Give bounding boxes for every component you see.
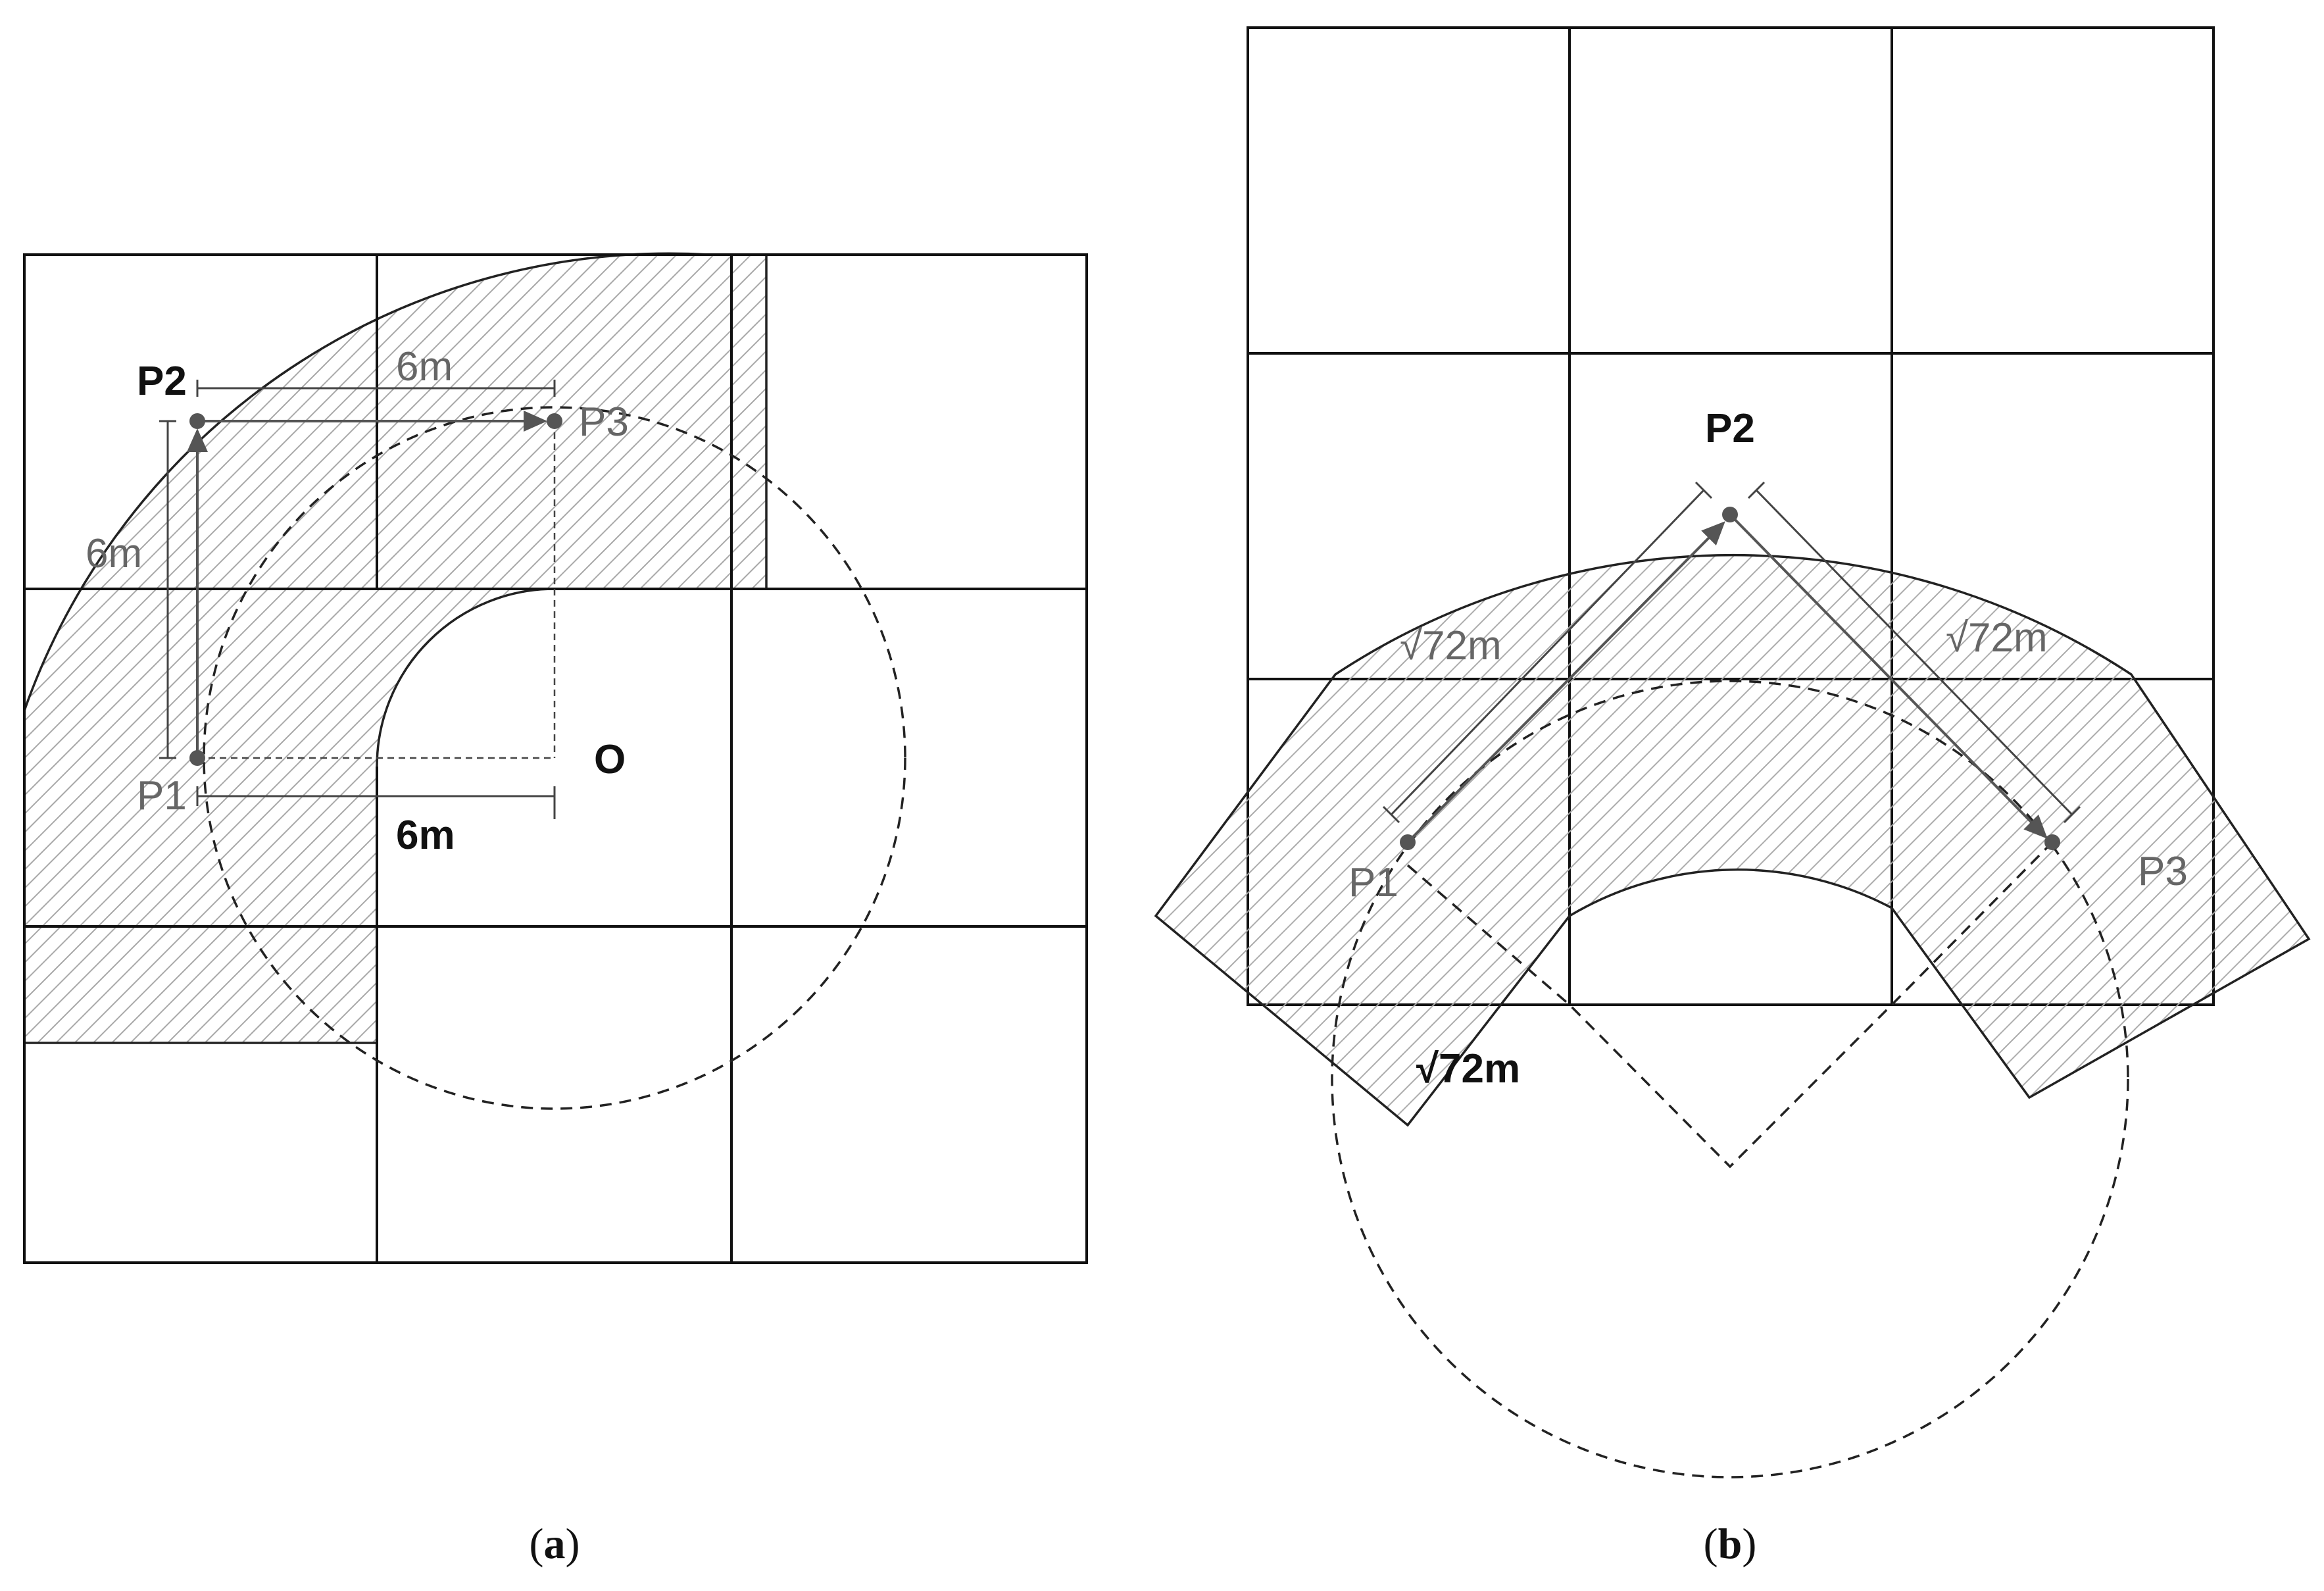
label-p1-a: P1 xyxy=(137,773,187,819)
label-p3-a: P3 xyxy=(579,399,629,445)
point-p3-a xyxy=(547,413,562,429)
swept-area-a xyxy=(24,253,766,1043)
turn-circle-b xyxy=(1331,680,2129,1478)
point-p2-b xyxy=(1722,507,1738,522)
arrow-p1-to-p2-b xyxy=(1406,521,1725,844)
label-dim-bottom-b: √72m xyxy=(1416,1046,1520,1092)
point-p1-a xyxy=(189,750,205,766)
point-p2-a xyxy=(189,413,205,429)
dim-line-p2-p3-b xyxy=(1755,489,2073,816)
label-p3-b: P3 xyxy=(2138,849,2188,894)
label-dim-p2-p3-a: 6m xyxy=(396,344,453,390)
label-dim-p2-p3-b: √72m xyxy=(1946,615,2048,661)
point-p1-b xyxy=(1400,834,1416,850)
arrow-p2-to-p3-b xyxy=(1729,513,2048,839)
caption-a: (a) xyxy=(530,1520,580,1568)
label-p1-b: P1 xyxy=(1348,860,1398,905)
dim-line-p1-p2-b xyxy=(1390,489,1705,816)
swept-area-b xyxy=(1154,554,2311,1127)
panel-a: P1 P2 P3 O 6m 6m 6m xyxy=(23,252,1088,1264)
grid-a xyxy=(23,253,1088,1264)
point-p3-b xyxy=(2044,834,2060,850)
label-dim-p1-p2-b: √72m xyxy=(1400,623,1502,669)
label-p2-b: P2 xyxy=(1705,406,1755,451)
construction-lines-b xyxy=(1406,841,2054,1169)
caption-b: (b) xyxy=(1704,1520,1757,1568)
panel-b: P1 P2 P3 √72m √72m √72m xyxy=(1154,26,2311,1478)
inner-arc-a xyxy=(376,588,555,767)
label-origin-a: O xyxy=(594,737,626,782)
label-p2-a: P2 xyxy=(137,359,187,404)
label-dim-p1-p2-a: 6m xyxy=(86,531,142,576)
turn-circle-a xyxy=(203,406,906,1110)
label-dim-p1-o-a: 6m xyxy=(396,813,455,858)
